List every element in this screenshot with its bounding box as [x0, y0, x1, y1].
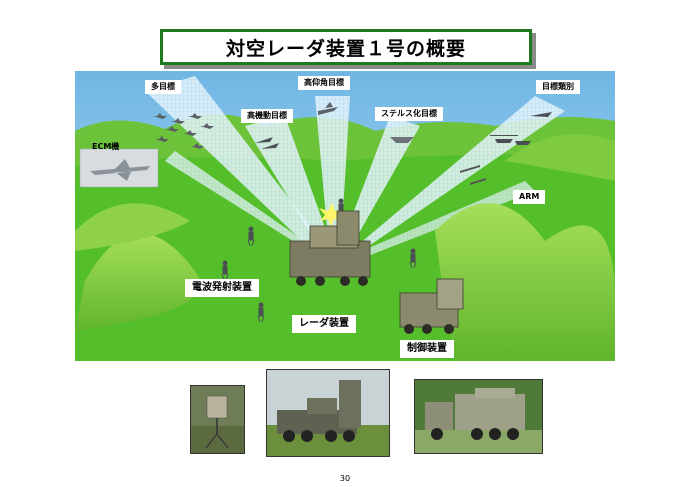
photo-radar-unit [266, 369, 390, 457]
hill-right-far [505, 134, 615, 181]
hill-left [75, 233, 200, 331]
title-box: 対空レーダ装置１号の概要 [160, 29, 532, 65]
radar-beams [145, 76, 565, 263]
soldier-figures [221, 198, 417, 323]
flash-burst [319, 203, 343, 227]
scene-svg [75, 71, 615, 361]
classified-targets [490, 112, 552, 145]
high-maneuver-jets [255, 137, 279, 149]
label-multi-target: 多目標 [145, 80, 181, 94]
label-ecm-aircraft: ECM機 [92, 142, 120, 151]
label-stealth-target: ステルス化目標 [375, 107, 443, 121]
label-arm: ARM [513, 190, 546, 204]
overview-illustration: 多目標 高仰角目標 目標類別 高機動目標 ステルス化目標 ECM機 ARM 電波… [75, 71, 615, 361]
stealth-aircraft [390, 137, 414, 143]
label-high-maneuver-target: 高機動目標 [241, 109, 293, 123]
radar-vehicle [289, 210, 371, 286]
hill-right [435, 203, 615, 361]
label-target-classification: 目標類別 [536, 80, 580, 94]
page-number: 30 [339, 474, 351, 483]
high-elevation-jet [318, 102, 338, 115]
label-control-unit: 制御装置 [400, 340, 454, 358]
arm-missiles [460, 165, 486, 185]
label-radar-unit: レーダ装置 [292, 315, 356, 333]
multi-target-jets [153, 113, 214, 149]
ecm-aircraft-icon [90, 159, 150, 181]
page-title: 対空レーダ装置１号の概要 [225, 37, 466, 60]
control-vehicle [399, 278, 464, 334]
label-high-elevation-target: 高仰角目標 [298, 76, 350, 90]
photo-control-unit [414, 379, 543, 454]
label-jamming-device: 電波発射装置 [185, 279, 259, 297]
hill-left-small [75, 203, 190, 251]
photo-jamming-device [190, 385, 245, 454]
